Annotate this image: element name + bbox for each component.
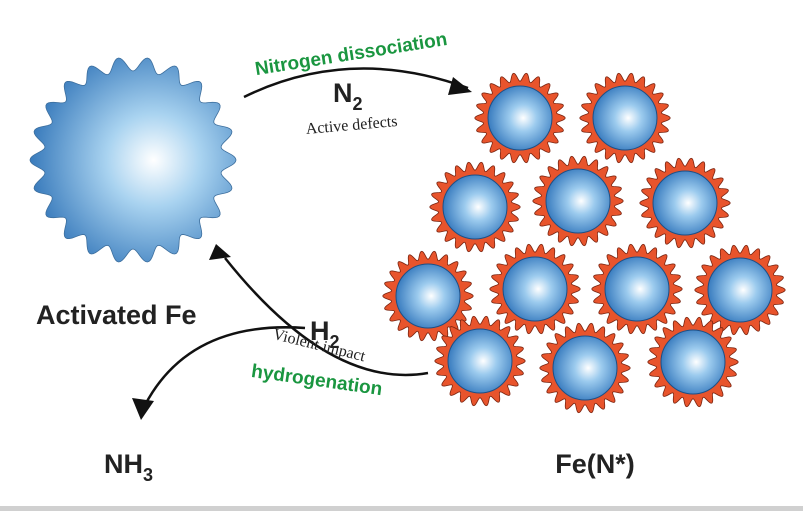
nh3-main: NH: [104, 449, 143, 479]
fe-core: [660, 329, 726, 395]
fe-n-label: Fe(N*): [555, 449, 635, 479]
fe-core: [487, 85, 553, 151]
activated-fe-body: [29, 57, 237, 263]
hydrogenation-arrow: [224, 257, 429, 377]
fe-core: [552, 335, 618, 401]
h2-main: H: [310, 316, 330, 346]
n2-main: N: [333, 78, 353, 108]
n2-subscript: 2: [353, 94, 363, 114]
fe-n-particle: [539, 322, 631, 414]
activated-fe-label: Activated Fe: [36, 300, 197, 330]
activated-fe-particle: [29, 57, 237, 263]
fe-n-particle: [639, 157, 731, 249]
fe-n-particle: [382, 250, 474, 342]
nitrogen-dissociation-arrow: [243, 67, 469, 99]
nh3-label: NH3: [104, 449, 153, 485]
fe-n-particle: [532, 155, 624, 247]
fe-core: [652, 170, 718, 236]
fe-n-particle: [591, 243, 683, 335]
fe-n-particle: [429, 161, 521, 253]
fe-core: [442, 174, 508, 240]
hydrogenation-arrowhead: [209, 244, 231, 260]
fe-n-particle: [579, 72, 671, 164]
ammonia-arrowhead: [132, 398, 154, 420]
bottom-rule: [0, 506, 803, 511]
nitrogen-dissociation-label: Nitrogen dissociation: [254, 29, 449, 80]
active-defects-label: Active defects: [305, 113, 398, 138]
fe-core: [592, 85, 658, 151]
h2-label: H2: [310, 316, 340, 352]
fe-core: [604, 256, 670, 322]
fe-n-particle: [694, 244, 786, 336]
fe-n-cluster: [382, 72, 786, 414]
ammonia-arrow: [143, 326, 306, 406]
fe-core: [502, 256, 568, 322]
hydrogenation-label: hydrogenation: [250, 361, 384, 400]
fe-core: [707, 257, 773, 323]
fe-n-particle: [647, 316, 739, 408]
fe-core: [545, 168, 611, 234]
fe-n-particle: [474, 72, 566, 164]
n2-label: N2: [333, 78, 363, 114]
nh3-subscript: 3: [143, 465, 153, 485]
fe-n-particle: [434, 315, 526, 407]
fe-n-particle: [489, 243, 581, 335]
fe-core: [395, 263, 461, 329]
nitrogen-dissociation-arrowhead: [448, 77, 472, 95]
h2-subscript: 2: [330, 332, 340, 352]
fe-core: [447, 328, 513, 394]
